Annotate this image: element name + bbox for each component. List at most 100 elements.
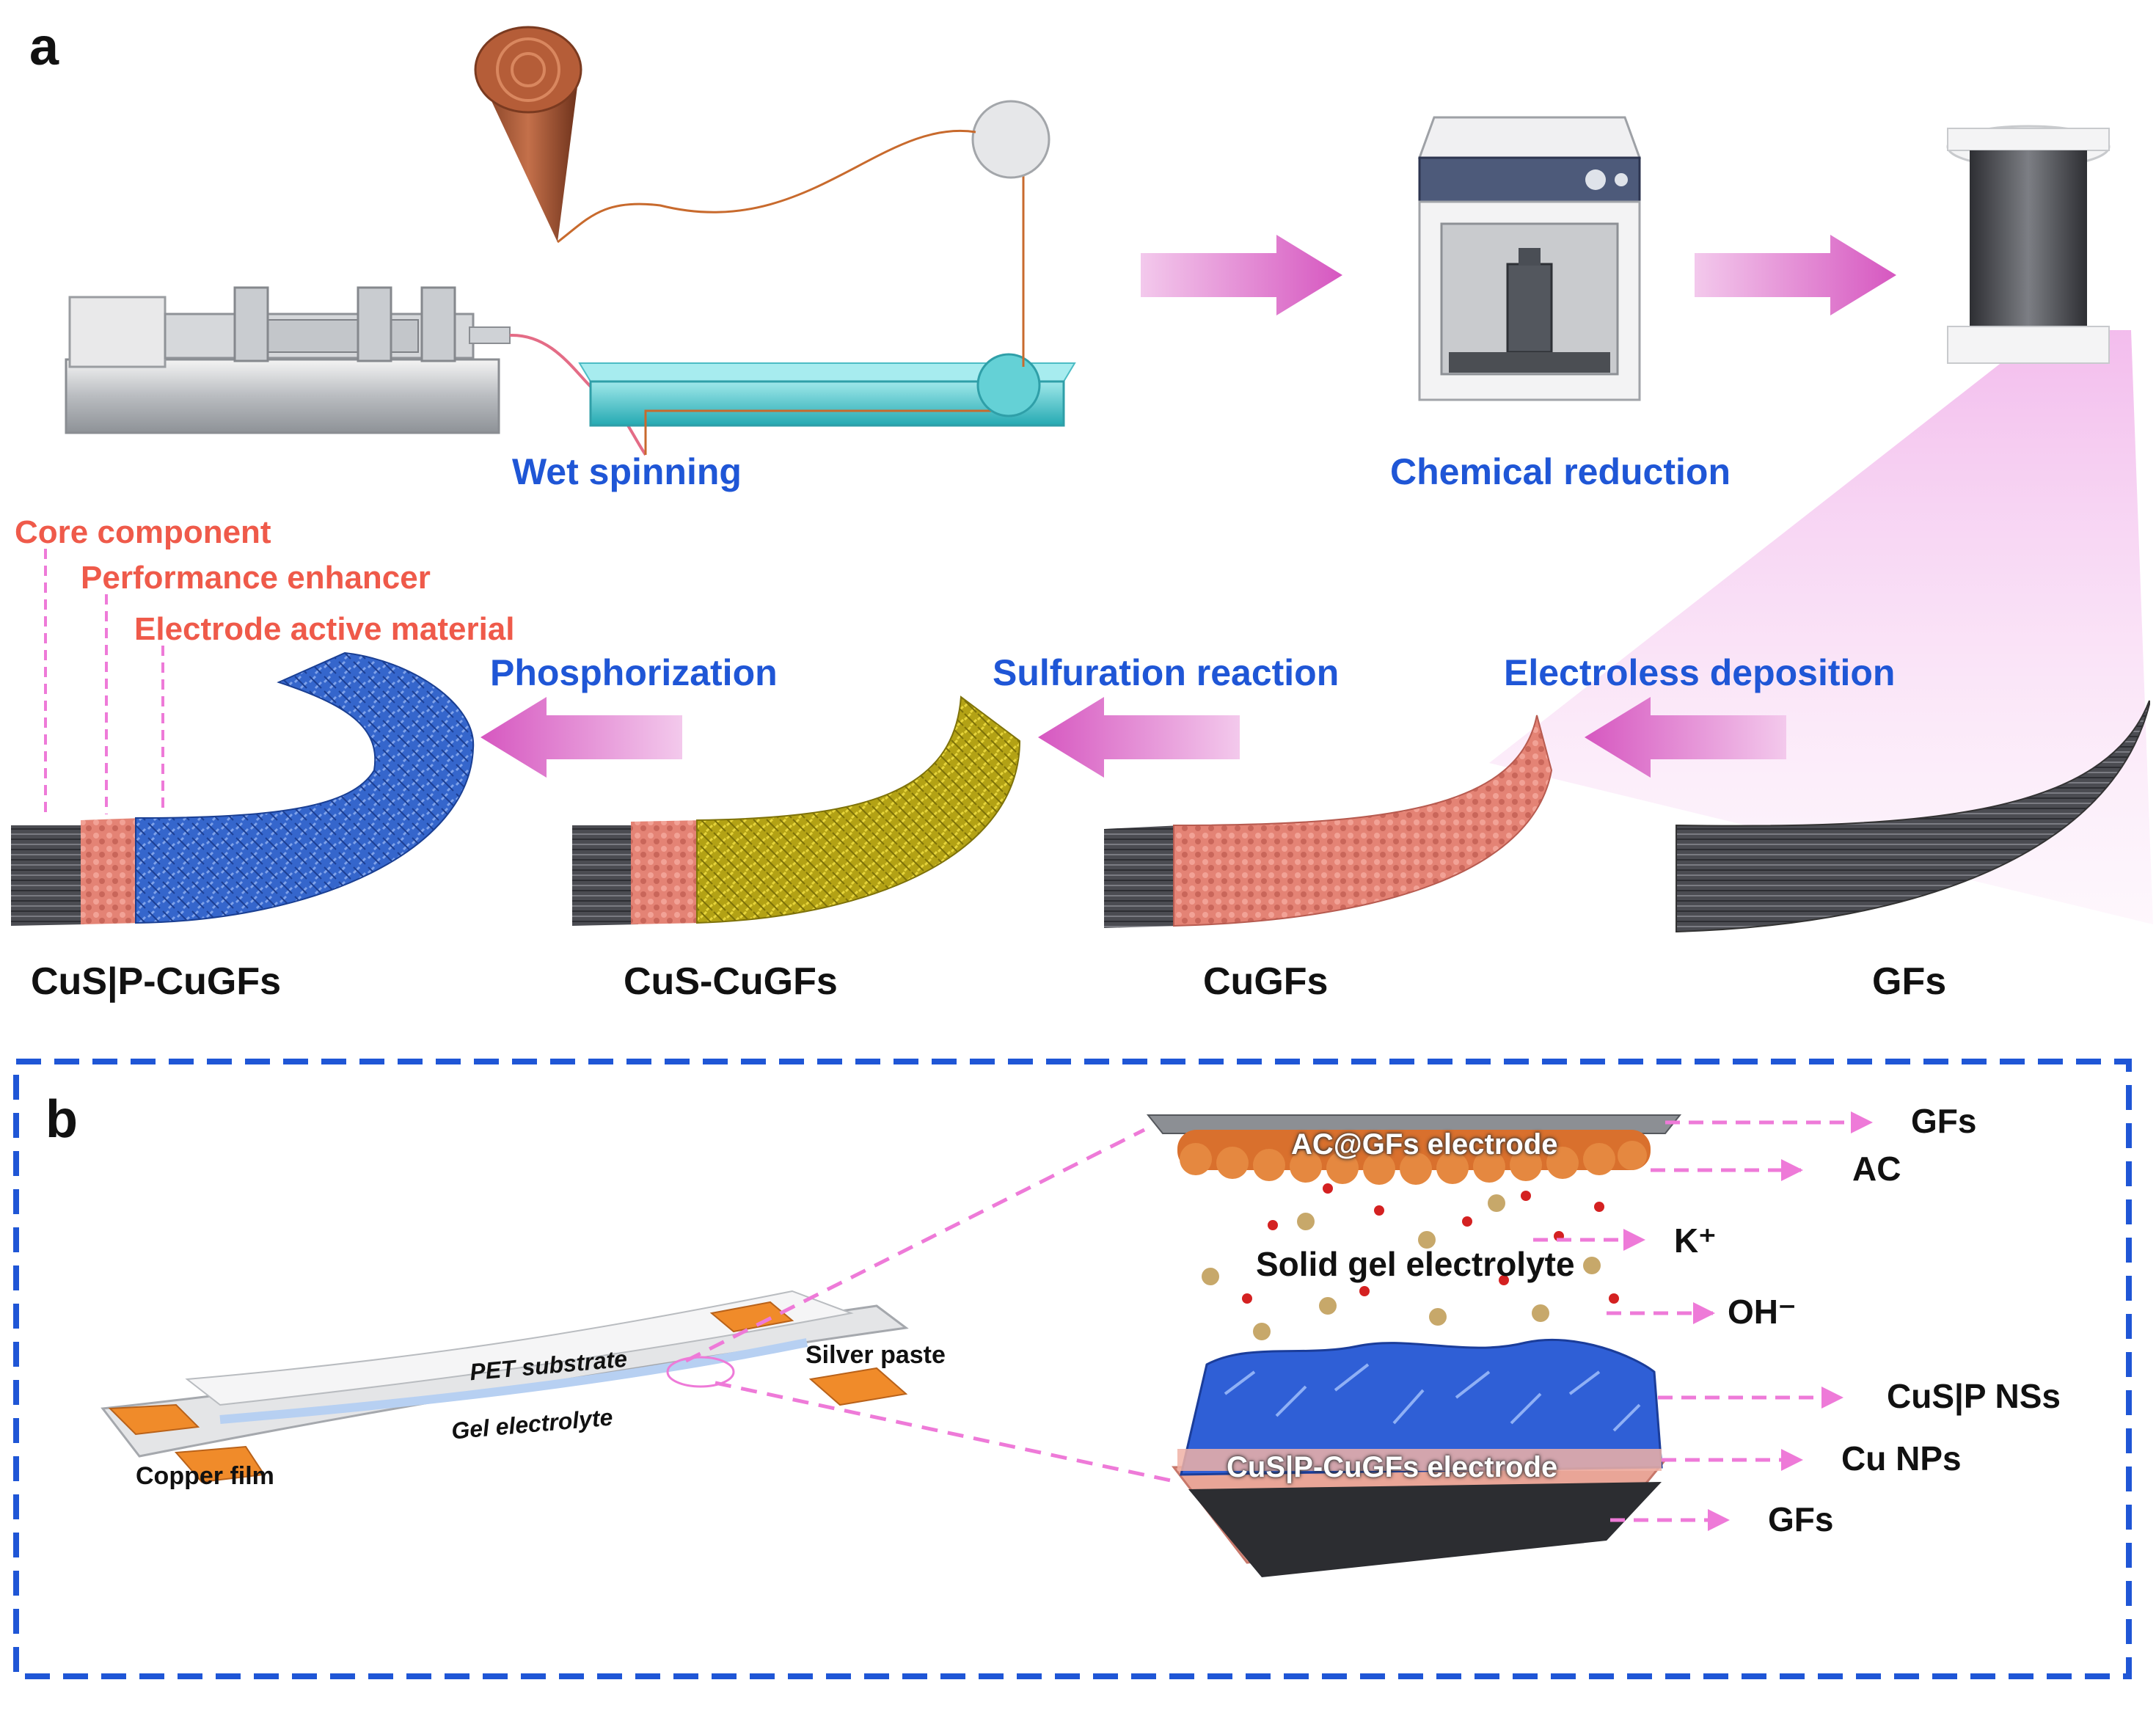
control-knob-2 <box>1615 173 1628 186</box>
ac-gfs-electrode-label: AC@GFs electrode <box>1291 1128 1558 1161</box>
k-ion <box>1499 1275 1509 1285</box>
k-ion <box>1609 1293 1619 1304</box>
oh-ion <box>1583 1257 1601 1274</box>
process-arrow-2 <box>1695 235 1896 315</box>
cusp-cugfs-electrode-label: CuS|P-CuGFs electrode <box>1227 1451 1558 1483</box>
k-ion <box>1323 1183 1333 1194</box>
cugfs-label: CuGFs <box>1203 960 1329 1003</box>
spool-core <box>1970 150 2087 334</box>
sulfuration-reaction-label: Sulfuration reaction <box>993 652 1340 693</box>
nanosheet <box>1275 1385 1307 1417</box>
graphene-base <box>1188 1482 1662 1577</box>
gfs-fiber <box>1676 700 2150 933</box>
nanosheet-texture <box>1224 1363 1641 1432</box>
fiber-cross-section <box>474 26 582 114</box>
cus-cugfs-fiber <box>696 695 1021 924</box>
copper-film-top-right <box>709 1301 794 1333</box>
fiber-cone <box>477 70 580 242</box>
k-ion <box>1359 1286 1370 1296</box>
ac-sphere <box>1253 1149 1285 1181</box>
reduction-instrument <box>1417 116 1642 401</box>
legend-k-ion: K⁺ <box>1674 1221 1717 1260</box>
fiber-spool <box>1489 125 2153 924</box>
copper-film-bottom-left <box>174 1445 266 1483</box>
gfs-label: GFs <box>1872 960 1947 1003</box>
solid-gel-electrolyte-label: Solid gel electrolyte <box>1256 1245 1575 1283</box>
k-ion <box>1242 1293 1252 1304</box>
ac-sphere <box>1180 1143 1212 1175</box>
process-arrow-3 <box>1585 697 1786 778</box>
instrument-control-panel <box>1418 156 1641 203</box>
zoom-circle <box>666 1356 735 1388</box>
spool-bottom-rim <box>1947 326 2110 364</box>
wet-spinning-label: Wet spinning <box>512 451 742 492</box>
cusp-cugfs-label: CuS|P-CuGFs <box>31 960 281 1003</box>
ac-sphere <box>1510 1149 1542 1181</box>
process-arrow-1 <box>1141 235 1342 315</box>
electrode-active-material-label: Electrode active material <box>134 611 515 647</box>
cu-nps-strip <box>1177 1449 1662 1471</box>
ac-spheres <box>1180 1141 1647 1185</box>
k-ion <box>1462 1216 1472 1227</box>
nanosheet <box>1568 1370 1601 1395</box>
wet-spinning-apparatus <box>65 26 1076 456</box>
oh-ion <box>1297 1213 1315 1230</box>
panel-b-letter: b <box>45 1090 78 1149</box>
nanosheet <box>1392 1389 1425 1425</box>
zoom-line-top <box>684 1128 1146 1363</box>
ac-sphere <box>1400 1153 1432 1185</box>
ac-sphere <box>1473 1150 1505 1183</box>
oh-ion <box>1253 1323 1271 1340</box>
ac-sphere <box>1436 1152 1469 1184</box>
oh-ion <box>1319 1297 1337 1315</box>
syringe-clamp-2 <box>357 286 392 362</box>
ac-sphere <box>1546 1147 1579 1179</box>
take-up-roller <box>971 100 1050 179</box>
ac-sphere <box>1290 1150 1322 1183</box>
cus-fiber-core <box>572 825 638 926</box>
ac-sphere <box>1363 1153 1395 1185</box>
fiber-in-bath <box>644 409 998 455</box>
nanosheet <box>1455 1370 1491 1399</box>
autoclave-vessel <box>1506 263 1553 354</box>
syringe-clamp-1 <box>233 286 269 362</box>
spool-top-rim <box>1947 128 2110 151</box>
copper-film-top-left <box>108 1403 200 1436</box>
oh-ion <box>1429 1308 1447 1326</box>
autoclave-cap <box>1519 248 1541 266</box>
k-ion <box>1268 1220 1278 1230</box>
ac-sphere <box>1326 1152 1359 1184</box>
nanosheet <box>1224 1370 1256 1395</box>
process-arrow-5 <box>480 697 682 778</box>
cugfs-fiber <box>1173 715 1553 927</box>
performance-enhancer-label: Performance enhancer <box>81 560 431 596</box>
cus-fiber-copper <box>631 820 704 924</box>
cus-cugfs-label: CuS-CuGFs <box>624 960 838 1003</box>
k-ion <box>1594 1202 1604 1212</box>
control-knob <box>1585 169 1606 190</box>
flexible-device <box>101 1290 909 1483</box>
process-arrow-4 <box>1038 697 1240 778</box>
phosphorization-label: Phosphorization <box>490 652 778 693</box>
syringe-tip <box>469 326 511 344</box>
oh-ion <box>1418 1231 1436 1249</box>
top-gfs-sheet <box>1146 1114 1682 1134</box>
spool-beam <box>1489 330 2153 924</box>
panel-a-letter: a <box>29 18 59 76</box>
electrode-stack <box>1146 1114 1682 1577</box>
cusp-nanosheets <box>1180 1338 1663 1476</box>
zoom-line-bottom <box>715 1381 1178 1484</box>
legend-cu-nps: Cu NPs <box>1841 1439 1962 1478</box>
fiber-ring-inner <box>511 52 546 87</box>
syringe-pump-motor <box>68 296 167 368</box>
fiber-to-cone <box>557 129 976 244</box>
instrument-tray <box>1449 352 1610 373</box>
legend-gfs-top: GFs <box>1911 1102 1977 1140</box>
legend-oh-ion: OH⁻ <box>1728 1293 1797 1331</box>
cusp-fiber-core <box>11 825 84 926</box>
instrument-top <box>1417 116 1642 159</box>
k-ion <box>1521 1191 1531 1201</box>
gel-electrolyte <box>219 1338 808 1424</box>
ac-sphere <box>1583 1143 1615 1175</box>
